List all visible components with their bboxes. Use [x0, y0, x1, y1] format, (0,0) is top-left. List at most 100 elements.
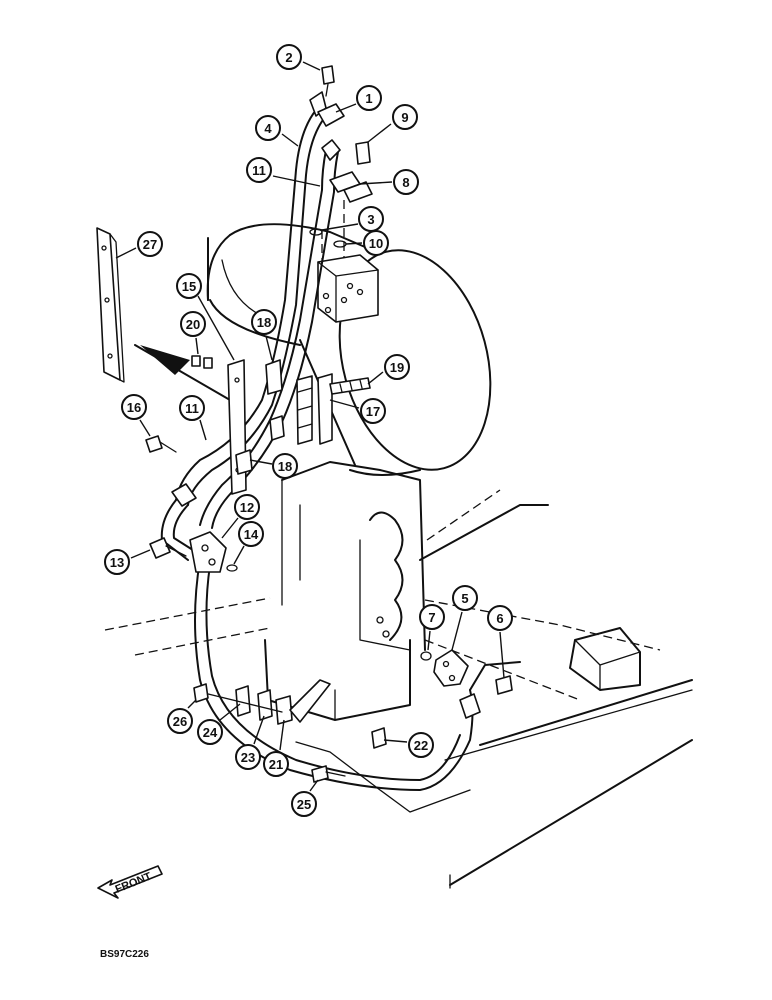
leader-line	[130, 549, 151, 559]
leader-line	[321, 223, 359, 231]
callout-circle	[272, 453, 298, 479]
leader-line	[309, 779, 319, 792]
callout-circle	[392, 104, 418, 130]
leader-line	[253, 715, 265, 745]
callout-number: 18	[278, 459, 292, 474]
callout-number: 13	[110, 555, 124, 570]
leader-line	[383, 739, 408, 743]
callout-circle	[487, 605, 513, 631]
top-fittings	[309, 65, 373, 248]
callout-number: 9	[401, 110, 408, 125]
callout-2: 2	[276, 44, 321, 71]
leader-line	[281, 133, 299, 147]
callout-number: 11	[185, 401, 199, 416]
callout-circle	[291, 791, 317, 817]
callout-3: 3	[321, 206, 384, 232]
callout-27: 27	[115, 231, 163, 259]
front-label: FRONT	[114, 870, 154, 895]
callout-circle	[234, 494, 260, 520]
callout-number: 19	[390, 360, 404, 375]
callout-number: 1	[365, 91, 372, 106]
callout-1: 1	[335, 85, 382, 113]
callout-number: 12	[240, 500, 254, 515]
leader-line	[187, 699, 197, 709]
clamp-brackets	[191, 355, 371, 495]
callout-circle	[121, 394, 147, 420]
callout-number: 10	[369, 236, 383, 251]
callout-24: 24	[197, 703, 241, 745]
callout-circle	[360, 398, 386, 424]
callout-18: 18	[251, 309, 277, 361]
leader-line	[499, 631, 505, 679]
callout-number: 7	[428, 610, 435, 625]
callout-number: 4	[264, 121, 272, 136]
callout-23: 23	[235, 715, 265, 770]
callout-number: 2	[285, 50, 292, 65]
leader-line	[233, 545, 245, 565]
callout-number: 18	[257, 315, 271, 330]
leader-line	[265, 335, 273, 361]
callout-6: 6	[487, 605, 513, 679]
callout-12: 12	[221, 494, 260, 539]
reference-code: BS97C226	[100, 949, 149, 960]
leader-line	[115, 247, 137, 259]
callout-number: 27	[143, 237, 157, 252]
callout-14: 14	[233, 521, 264, 565]
callout-circle	[176, 273, 202, 299]
callout-18: 18	[249, 453, 298, 479]
callout-number: 11	[252, 163, 266, 178]
callout-7: 7	[419, 604, 445, 651]
callout-11: 11	[246, 157, 321, 187]
leader-line	[139, 419, 151, 437]
callout-circle	[137, 231, 163, 257]
callout-circle	[276, 44, 302, 70]
leader-line	[279, 719, 285, 751]
callout-circle	[235, 744, 261, 770]
callout-circle	[408, 732, 434, 758]
callout-circle	[419, 604, 445, 630]
callout-circle	[255, 115, 281, 141]
leader-line	[197, 295, 235, 361]
callout-number: 25	[297, 797, 311, 812]
callout-circle	[246, 157, 272, 183]
leader-line	[249, 459, 273, 465]
leader-line	[221, 517, 239, 539]
callout-5: 5	[451, 585, 478, 651]
callout-number: 23	[241, 750, 255, 765]
callout-16: 16	[121, 394, 151, 437]
callout-circle	[251, 309, 277, 335]
leader-line	[335, 103, 357, 113]
pump-drum	[206, 223, 492, 476]
callout-10: 10	[345, 230, 389, 256]
callout-19: 19	[367, 354, 410, 385]
leader-line	[195, 337, 199, 355]
callout-25: 25	[291, 779, 319, 817]
bracket-27	[96, 227, 231, 401]
callout-number: 24	[203, 725, 218, 740]
lower-bracket	[193, 679, 471, 813]
callout-number: 17	[366, 404, 380, 419]
callout-number: 16	[127, 400, 141, 415]
callout-22: 22	[383, 732, 434, 758]
lower-left-fittings	[145, 435, 238, 573]
callout-number: 15	[182, 279, 196, 294]
leader-line	[302, 61, 321, 71]
callout-number: 3	[367, 212, 374, 227]
callout-number: 6	[496, 611, 503, 626]
callout-circle	[180, 311, 206, 337]
leader-line	[451, 611, 463, 651]
hoses	[160, 91, 521, 791]
callout-21: 21	[263, 719, 289, 777]
callout-number: 26	[173, 714, 187, 729]
leader-line	[427, 630, 431, 651]
callout-number: 5	[461, 591, 468, 606]
valve-block	[317, 200, 379, 323]
callout-circle	[179, 395, 205, 421]
callout-17: 17	[329, 398, 386, 424]
callout-circle	[167, 708, 193, 734]
callout-circle	[104, 549, 130, 575]
callout-circle	[452, 585, 478, 611]
leader-line	[345, 242, 363, 245]
callout-15: 15	[176, 273, 235, 361]
